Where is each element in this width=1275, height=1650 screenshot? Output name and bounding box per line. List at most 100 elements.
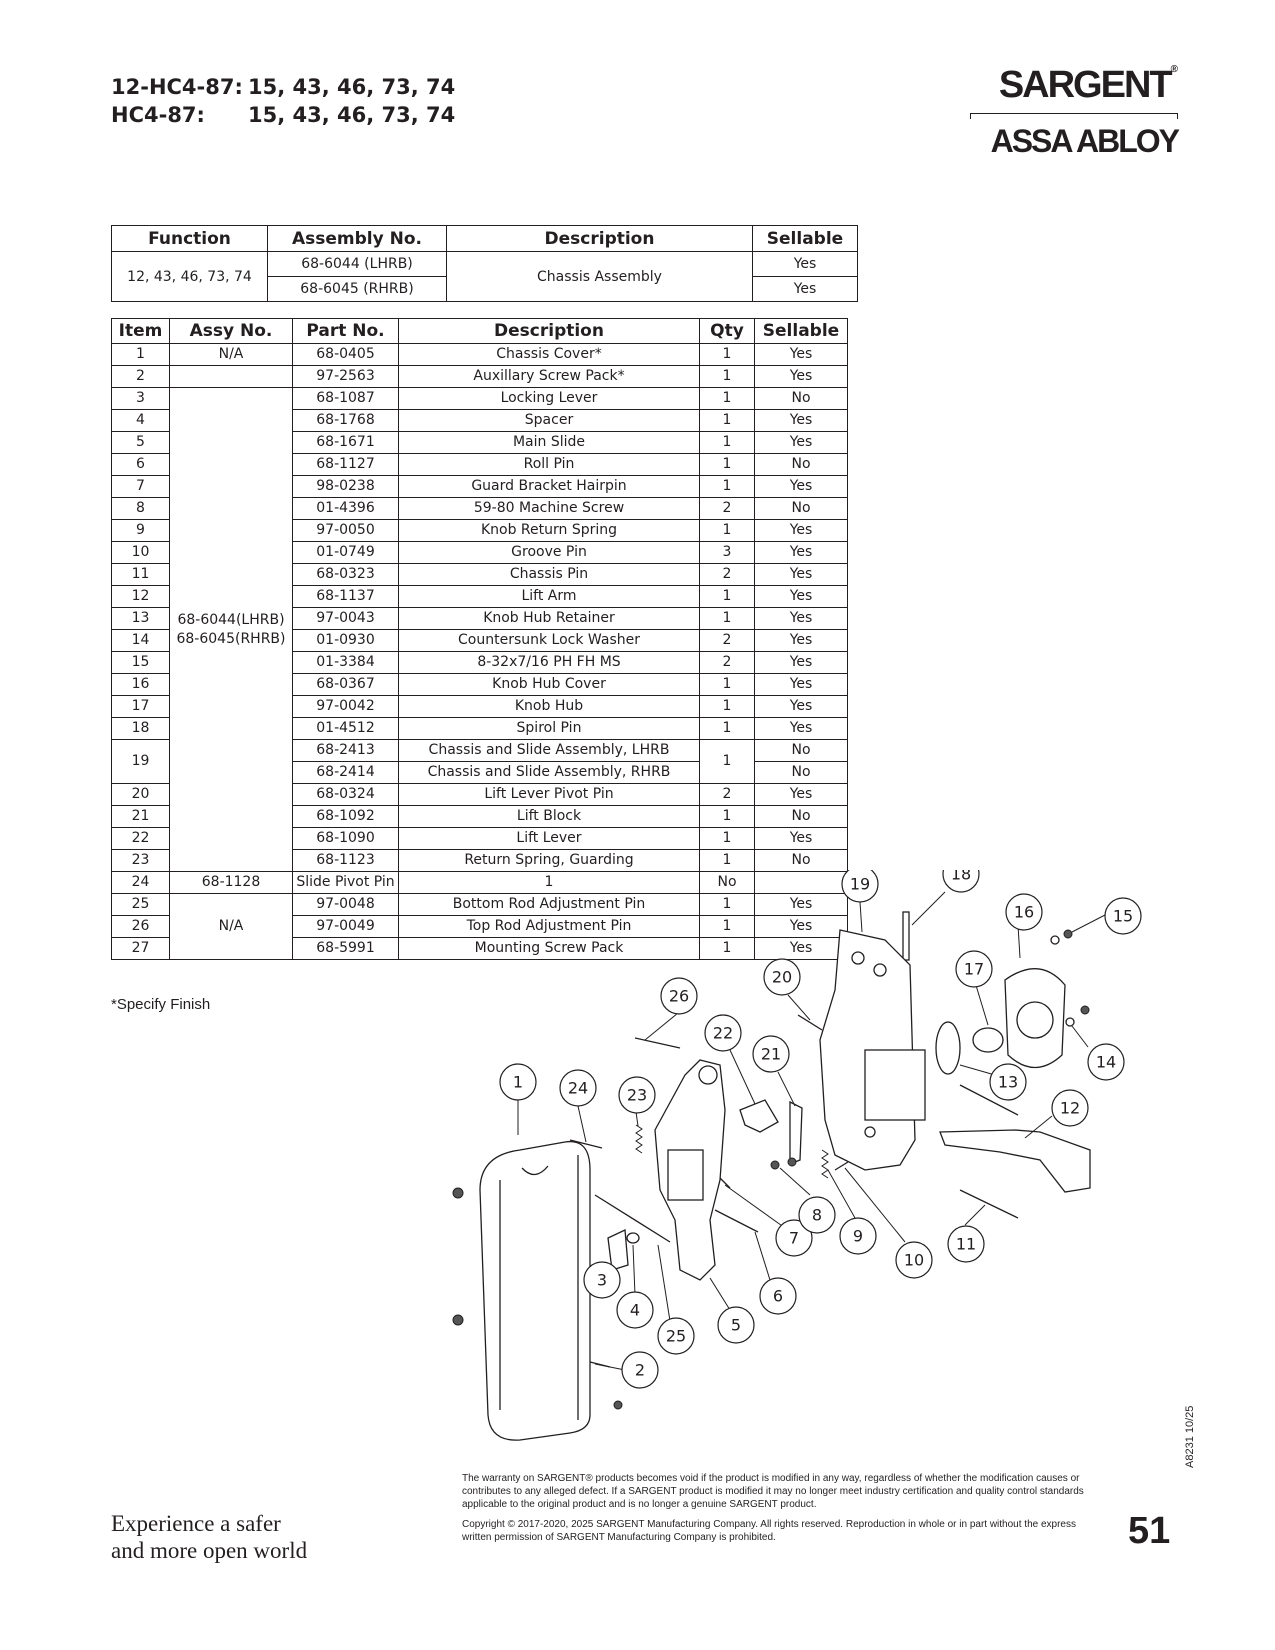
description-cell: Auxillary Screw Pack* <box>398 365 700 388</box>
callout-23: 23 <box>618 1076 656 1114</box>
chassis-slide-block <box>864 1049 926 1121</box>
chassis-cover-part <box>479 1140 591 1441</box>
qty-cell: 1 <box>699 519 755 542</box>
item-cell: 6 <box>111 453 170 476</box>
callout-number: 22 <box>713 1024 733 1043</box>
callout-number: 2 <box>635 1361 645 1380</box>
qty-cell: 2 <box>699 563 755 586</box>
item-cell: 7 <box>111 475 170 498</box>
callout-14: 14 <box>1087 1043 1125 1081</box>
callout-number: 15 <box>1113 907 1133 926</box>
callout-number: 24 <box>568 1079 588 1098</box>
item-cell: 25 <box>111 893 170 916</box>
chassis-pin <box>959 1084 1019 1116</box>
parts-table: Item Assy No. Part No. Description Qty S… <box>111 318 848 960</box>
callout-12: 12 <box>1051 1089 1089 1127</box>
part-no-cell: 68-1092 <box>292 805 399 828</box>
description-cell: Spirol Pin <box>398 717 700 740</box>
part-no-cell: 98-0238 <box>292 475 399 498</box>
sellable-cell: No <box>754 805 848 828</box>
callout-number: 9 <box>853 1227 863 1246</box>
callout-8: 8 <box>798 1196 836 1234</box>
item-cell: 1 <box>111 343 170 366</box>
description-cell: Lift Lever Pivot Pin <box>398 783 700 806</box>
chassis-hole <box>864 1126 876 1138</box>
description-cell: Knob Hub Cover <box>398 673 700 696</box>
callout-circle <box>660 977 698 1015</box>
callout-circle <box>616 1291 654 1329</box>
page-number: 51 <box>1128 1510 1171 1552</box>
callout-18: 18 <box>942 870 980 893</box>
exploded-parts-diagram: 1234567891011121314151617181920212223242… <box>452 870 1142 1441</box>
description-cell: 8-32x7/16 PH FH MS <box>398 651 700 674</box>
col-sellable: Sellable <box>754 318 848 344</box>
assy-cell: N/A <box>169 893 293 960</box>
callout-circle <box>559 1069 597 1107</box>
description-cell: Main Slide <box>398 431 700 454</box>
callout-circle <box>1005 893 1043 931</box>
description-cell: Chassis and Slide Assembly, LHRB <box>398 739 700 762</box>
chassis-cover-notch <box>521 1165 549 1176</box>
qty-cell: 1 <box>699 673 755 696</box>
screw-part <box>613 1400 623 1410</box>
callout-circle <box>1104 897 1142 935</box>
sellable-cell: Yes <box>754 541 848 564</box>
registered-mark: ® <box>1170 64 1178 75</box>
part-no-cell: 01-4512 <box>292 717 399 740</box>
item-cell: 10 <box>111 541 170 564</box>
callout-number: 17 <box>964 960 984 979</box>
item-cell: 17 <box>111 695 170 718</box>
qty-cell: 1 <box>699 453 755 476</box>
callout-number: 12 <box>1060 1099 1080 1118</box>
knob-return-spring <box>821 1149 829 1179</box>
callout-circle <box>499 1063 537 1101</box>
callout-number: 7 <box>789 1229 799 1248</box>
item-cell: 12 <box>111 585 170 608</box>
item-cell: 23 <box>111 849 170 872</box>
qty-cell: 1 <box>699 695 755 718</box>
description-cell: Return Spring, Guarding <box>398 849 700 872</box>
callout-circle <box>752 1035 790 1073</box>
callout-number: 13 <box>998 1073 1018 1092</box>
lock-washer-part <box>1050 935 1060 945</box>
part-no-cell: 01-3384 <box>292 651 399 674</box>
assy-cell: 68-6044(LHRB) 68-6045(RHRB) <box>169 387 293 872</box>
item-cell: 13 <box>111 607 170 630</box>
callout-number: 20 <box>772 968 792 987</box>
callout-13: 13 <box>989 1063 1027 1101</box>
part-no-cell: 97-0043 <box>292 607 399 630</box>
callout-circle <box>895 1241 933 1279</box>
description-cell: Chassis and Slide Assembly, RHRB <box>398 761 700 784</box>
tagline-line-2: and more open world <box>111 1538 308 1563</box>
callout-number: 18 <box>951 870 971 884</box>
item-cell: 16 <box>111 673 170 696</box>
sellable-cell: No <box>754 849 848 872</box>
callout-15: 15 <box>1104 897 1142 935</box>
description-cell: Chassis Cover* <box>398 343 700 366</box>
description-cell: Mounting Screw Pack <box>398 937 700 960</box>
callout-number: 6 <box>773 1287 783 1306</box>
callout-16: 16 <box>1005 893 1043 931</box>
callout-circle <box>759 1277 797 1315</box>
function-cell: 12, 43, 46, 73, 74 <box>111 251 268 302</box>
machine-screw-part <box>1080 1005 1090 1015</box>
callout-number: 21 <box>761 1045 781 1064</box>
top-rod-adjust-pin <box>634 1037 681 1049</box>
model-functions-2: 15, 43, 46, 73, 74 <box>248 103 456 127</box>
callout-25: 25 <box>657 1317 695 1355</box>
callout-circle <box>618 1076 656 1114</box>
col-sellable: Sellable <box>752 225 858 252</box>
chassis-hole <box>873 963 887 977</box>
part-no-cell: 01-0749 <box>292 541 399 564</box>
callout-circle <box>763 958 801 996</box>
machine-screw-part <box>770 1160 780 1170</box>
diagram-leaders <box>517 891 1106 1371</box>
sellable-cell: Yes <box>754 365 848 388</box>
callout-17: 17 <box>955 950 993 988</box>
item-cell: 24 <box>111 871 170 894</box>
